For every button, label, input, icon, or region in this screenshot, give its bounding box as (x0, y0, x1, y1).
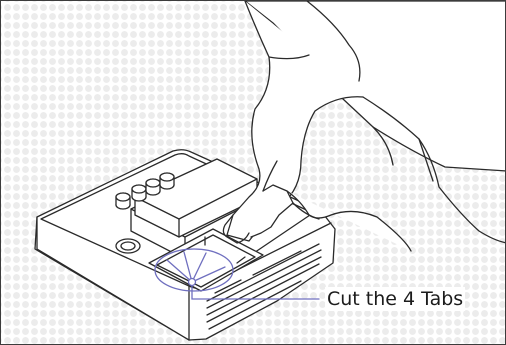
round-button (116, 239, 140, 253)
callout-anchor-dot (189, 279, 196, 286)
person-arms (223, 1, 506, 251)
callout-label: Cut the 4 Tabs (325, 287, 465, 311)
